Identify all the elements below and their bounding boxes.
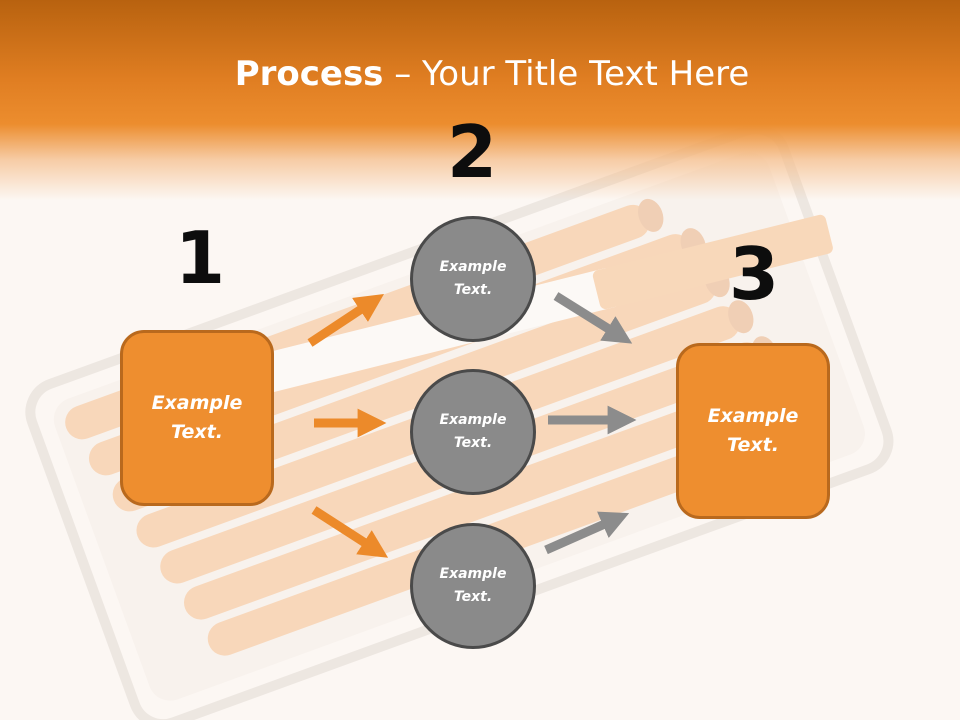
circle-top-text: Example Text. bbox=[439, 259, 507, 298]
step-number-3: 3 bbox=[728, 232, 780, 316]
arrow-right-icon bbox=[307, 294, 385, 347]
arrow-right-icon bbox=[553, 292, 633, 344]
circle-middle: Example Text. bbox=[410, 369, 536, 495]
right-example-box: Example Text. bbox=[676, 343, 830, 519]
circle-middle-text: Example Text. bbox=[439, 412, 507, 451]
title-rest: – Your Title Text Here bbox=[383, 54, 750, 94]
arrow-right-icon bbox=[544, 511, 630, 555]
step-number-1: 1 bbox=[174, 216, 226, 300]
circle-bottom: Example Text. bbox=[410, 523, 536, 649]
step-number-2: 2 bbox=[446, 110, 498, 194]
arrow-right-icon bbox=[311, 506, 389, 558]
left-example-box: Example Text. bbox=[120, 330, 274, 506]
header-band bbox=[0, 0, 960, 200]
title-bold: Process bbox=[234, 54, 384, 94]
circle-top: Example Text. bbox=[410, 216, 536, 342]
left-box-text: Example Text. bbox=[151, 392, 243, 443]
right-box-text: Example Text. bbox=[707, 405, 799, 456]
circle-bottom-text: Example Text. bbox=[439, 566, 507, 605]
slide-title: Process – Your Title Text Here bbox=[0, 52, 960, 96]
